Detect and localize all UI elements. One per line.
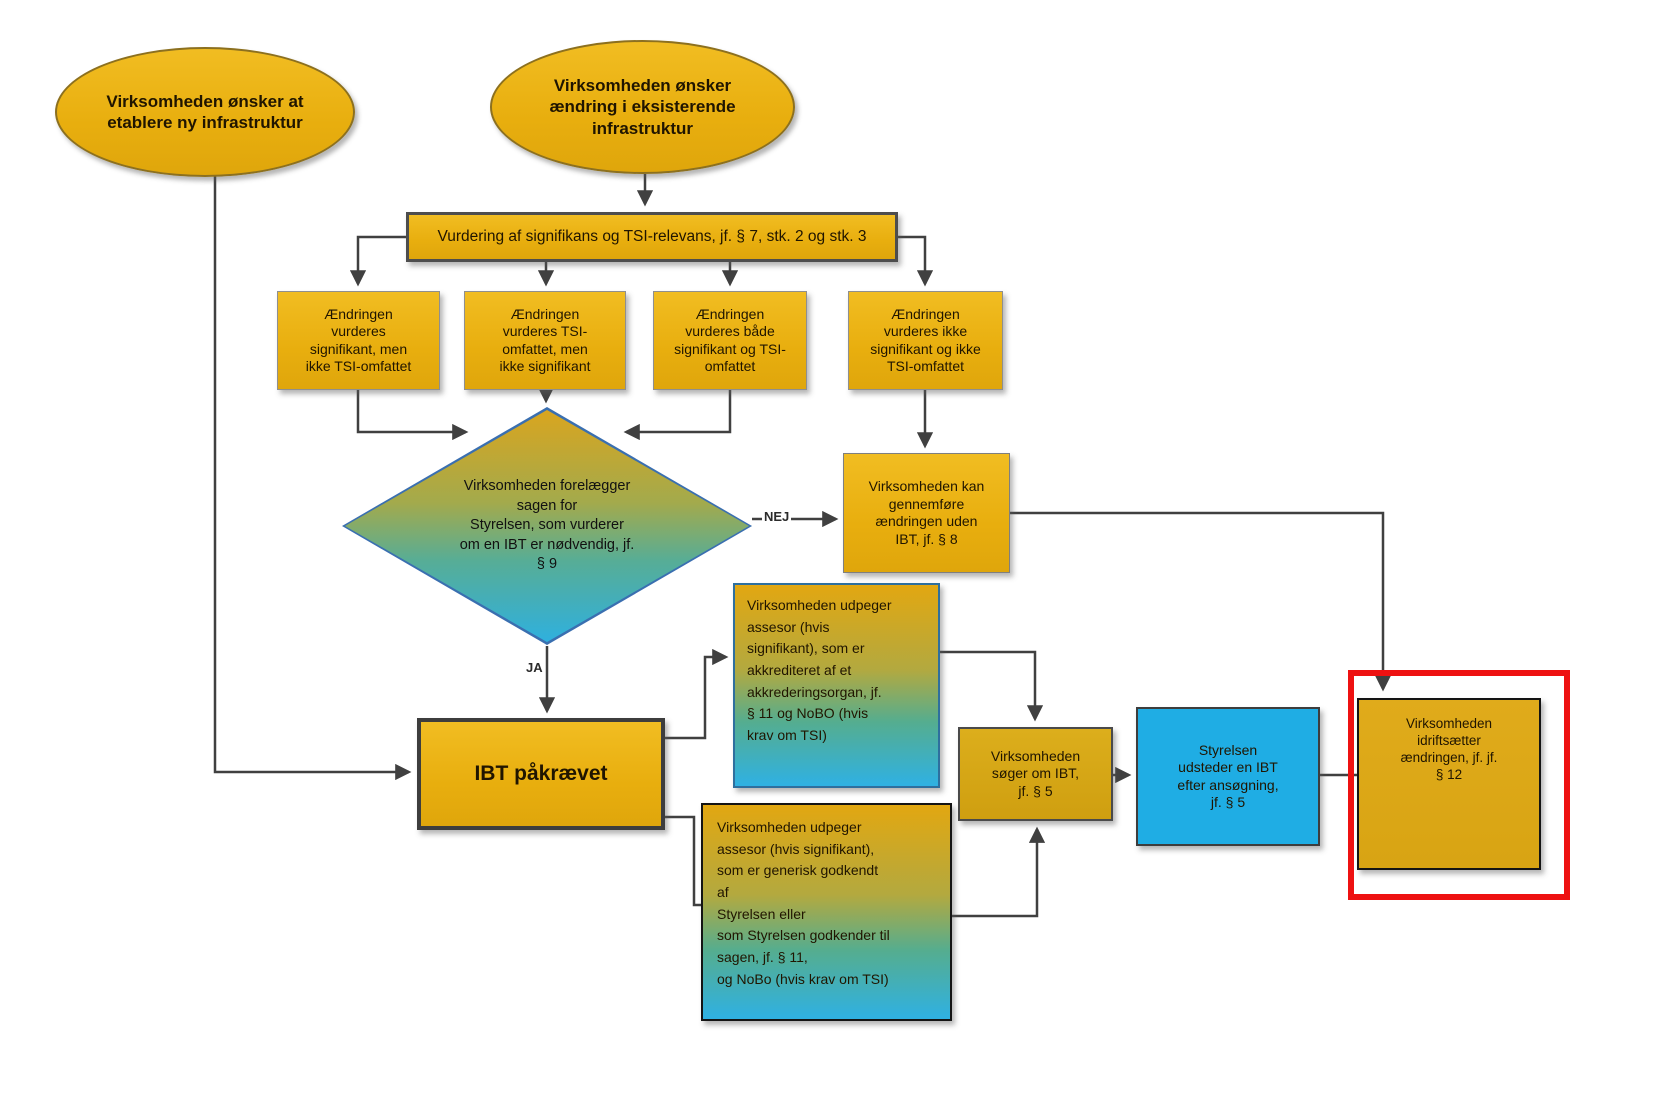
edge-assessment-to-significant (349, 235, 406, 287)
edge-label-nej: NEJ (762, 509, 792, 524)
ibt-required-box: IBT påkrævet (417, 718, 665, 830)
edge-significant-to-decision (356, 390, 469, 441)
outcome-both-box: Ændringen vurderes både signifikant og T… (653, 291, 807, 390)
commission-change-box: Virksomheden idriftsætter ændringen, jf.… (1357, 698, 1541, 870)
edge-assessment-to-neither (898, 235, 934, 287)
outcome-neither-box: Ændringen vurderes ikke signifikant og i… (848, 291, 1003, 390)
outcome-significant-not-tsi-box: Ændringen vurderes signifikant, men ikke… (277, 291, 440, 390)
edge-label-ja: JA (524, 660, 545, 675)
edge-no-ibt-to-commission (1010, 511, 1392, 692)
assessor-accredited-box: Virksomheden udpeger assesor (hvis signi… (733, 583, 940, 788)
no-ibt-needed-box: Virksomheden kan gennemføre ændringen ud… (843, 453, 1010, 573)
edge-both-to-decision (623, 390, 732, 441)
edge-assessor-accredited-to-apply (940, 650, 1044, 722)
edge-ibt-to-assessor-accredited (665, 648, 729, 740)
start-ellipse-new-infrastructure: Virksomheden ønsker at etablere ny infra… (55, 47, 355, 177)
assessment-box: Vurdering af signifikans og TSI-relevans… (406, 212, 898, 262)
edge-new-to-ibt-required (213, 176, 412, 781)
outcome-tsi-not-significant-box: Ændringen vurderes TSI- omfattet, men ik… (464, 291, 626, 390)
assessor-generic-box: Virksomheden udpeger assesor (hvis signi… (701, 803, 952, 1021)
issue-ibt-box: Styrelsen udsteder en IBT efter ansøgnin… (1136, 707, 1320, 846)
start-ellipse-change-existing: Virksomheden ønsker ændring i eksisteren… (490, 40, 795, 174)
apply-ibt-box: Virksomheden søger om IBT, jf. § 5 (958, 727, 1113, 821)
highlight-red-frame (1348, 670, 1570, 900)
edge-ibt-to-assessor-generic (665, 815, 701, 907)
edge-assessor-generic-to-apply (952, 826, 1046, 918)
